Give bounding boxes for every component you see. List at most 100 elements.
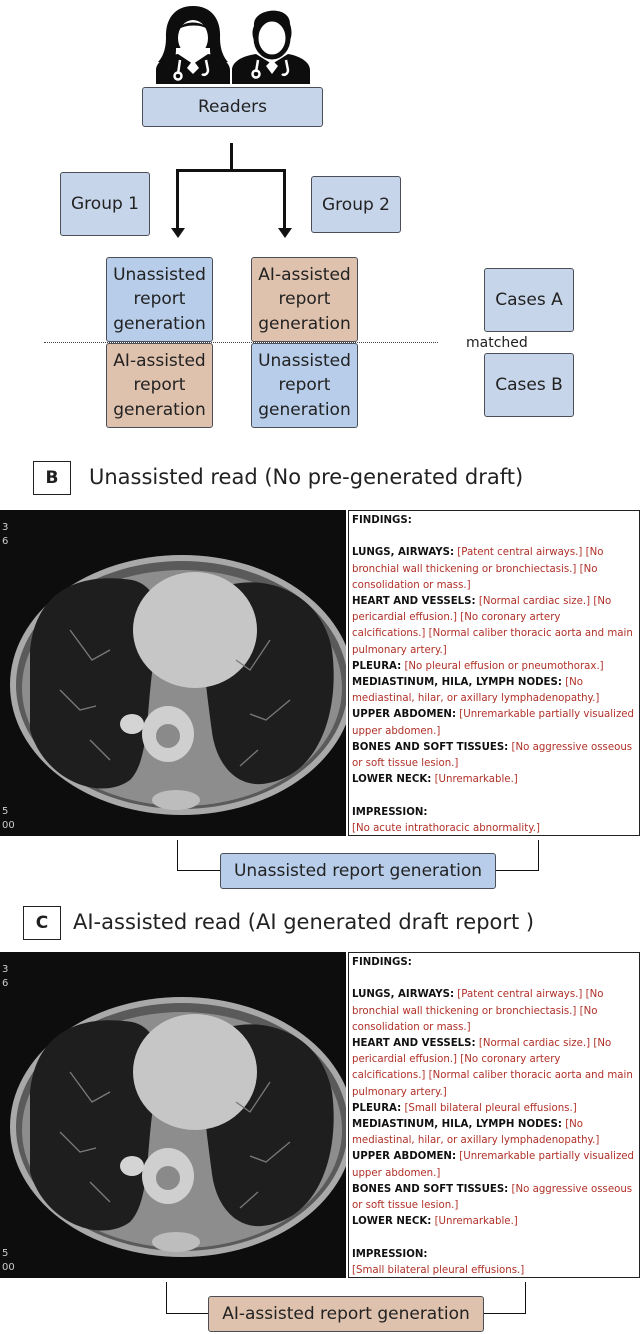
box-text: report [133,289,186,310]
box-text: report [278,375,331,396]
group1-box: Group 1 [60,172,150,236]
box-text: AI-assisted [113,350,206,371]
cases-b-box: Cases B [484,353,574,417]
group1-label: Group 1 [71,194,139,214]
finding-text: [Unremarkable.] [434,774,518,786]
box-text: report [278,289,331,310]
section-heading: BONES AND SOFT TISSUES: [352,741,509,753]
finding-text: [No mediastinal, hilar, or axillary lymp… [352,677,600,705]
connector [283,169,286,229]
finding-text: [No bronchial wall thickening or bronchi… [352,989,604,1017]
female-doctor-icon [156,6,230,84]
ct-label: 6 [2,536,8,547]
finding-text: [Unremarkable partially visualized upper… [352,1151,635,1179]
findings-heading: FINDINGS: [352,515,412,526]
arrow-down-icon [277,228,292,238]
ct-label: 6 [2,978,8,989]
finding-text: [Patent central airways.] [457,989,583,1001]
finding-text: [No consolidation or mass.] [352,1005,598,1033]
pill-text: Unassisted report generation [233,861,483,881]
male-doctor-icon [232,10,310,84]
divider-line [44,342,438,343]
impression-heading: IMPRESSION: [352,806,428,818]
section-heading: PLEURA: [352,1102,402,1114]
unassisted-report-label: Unassisted report generation [220,853,496,889]
finding-text: [No aggressive osseous or soft tissue le… [352,741,633,770]
finding-text: [No consolidation or mass.] [352,563,598,591]
cases-b-label: Cases B [495,375,563,395]
panel-c-title: AI-assisted read (AI generated draft rep… [73,910,535,934]
box-text: report [133,375,186,396]
impression-text: [No acute intrathoracic abnormality.] [352,822,540,834]
finding-text: [No pericardial effusion.] [352,1038,612,1066]
group1-unassisted-box: Unassisted report generation [106,257,213,342]
connector [230,143,233,170]
impression-text: [Small bilateral pleural effusions.] [352,1264,525,1276]
findings-heading: FINDINGS: [352,957,412,968]
section-heading: UPPER ABDOMEN: [352,709,457,721]
finding-text: [No coronary artery calcifications.] [352,1054,561,1082]
group2-box: Group 2 [311,176,401,233]
finding-text: [No aggressive osseous or soft tissue le… [352,1183,633,1212]
box-text: generation [258,313,351,334]
section-heading: MEDIASTINUM, HILA, LYMPH NODES: [352,677,562,689]
ct-label: 3 [2,522,8,533]
report-unassisted: FINDINGS: LUNGS, AIRWAYS: [Patent centra… [348,510,640,836]
section-heading: HEART AND VESSELS: [352,1038,476,1049]
connector [176,169,179,229]
section-heading: LUNGS, AIRWAYS: [352,989,455,1001]
group2-ai-assisted-box: AI-assisted report generation [251,257,358,342]
ct-scan-graphic: 3 6 5 00 [0,510,346,836]
section-heading: LOWER NECK: [352,1216,432,1228]
box-text: Unassisted [113,264,206,285]
box-text: generation [258,399,351,420]
cases-a-box: Cases A [484,268,574,332]
finding-text: [No mediastinal, hilar, or axillary lymp… [352,1119,600,1147]
ai-assisted-report-label: AI-assisted report generation [208,1296,484,1332]
group1-ai-assisted-box: AI-assisted report generation [106,343,213,428]
report-ai-assisted: FINDINGS: LUNGS, AIRWAYS: [Patent centra… [348,952,640,1278]
readers-label: Readers [197,97,268,117]
finding-text: [Normal cardiac size.] [478,596,591,607]
finding-text: [No pericardial effusion.] [352,596,612,624]
finding-text: [Unremarkable.] [434,1216,518,1228]
section-heading: HEART AND VESSELS: [352,596,476,607]
cases-a-label: Cases A [495,290,563,310]
connector [176,169,286,172]
section-heading: LUNGS, AIRWAYS: [352,547,455,559]
finding-text: [No pleural effusion or pneumothorax.] [404,660,604,672]
box-text: Unassisted [258,350,351,371]
box-text: generation [113,399,206,420]
finding-text: [No bronchial wall thickening or bronchi… [352,547,604,575]
panel-c-letter: C [23,906,61,940]
matched-label: matched [466,335,528,351]
pill-text: AI-assisted report generation [222,1304,470,1324]
ct-label: 3 [2,964,8,975]
group2-label: Group 2 [322,194,390,215]
arrow-down-icon [170,228,185,238]
box-text: generation [113,313,206,334]
ct-label: 5 [2,806,8,817]
ct-label: 00 [2,1262,15,1273]
ct-label: 00 [2,820,15,831]
impression-heading: IMPRESSION: [352,1248,428,1260]
box-text: AI-assisted [258,264,351,285]
ct-scan-image: 3 6 5 00 [0,510,346,836]
ct-scan-graphic: 3 6 5 00 [0,952,346,1278]
section-heading: MEDIASTINUM, HILA, LYMPH NODES: [352,1119,562,1131]
section-heading: UPPER ABDOMEN: [352,1151,457,1163]
section-heading: LOWER NECK: [352,774,432,786]
panel-b-letter: B [33,461,71,495]
section-heading: BONES AND SOFT TISSUES: [352,1183,509,1195]
section-heading: PLEURA: [352,660,402,672]
readers-box: Readers [142,87,323,127]
finding-text: [Normal caliber thoracic aorta and main … [352,1070,633,1098]
finding-text: [Small bilateral pleural effusions.] [404,1102,577,1114]
finding-text: [Unremarkable partially visualized upper… [352,709,635,737]
finding-text: [Patent central airways.] [457,547,583,559]
group2-unassisted-box: Unassisted report generation [251,343,358,428]
panel-b-title: Unassisted read (No pre-generated draft) [89,465,524,489]
ct-label: 5 [2,1248,8,1259]
ct-scan-image: 3 6 5 00 [0,952,346,1278]
finding-text: [Normal caliber thoracic aorta and main … [352,628,633,656]
